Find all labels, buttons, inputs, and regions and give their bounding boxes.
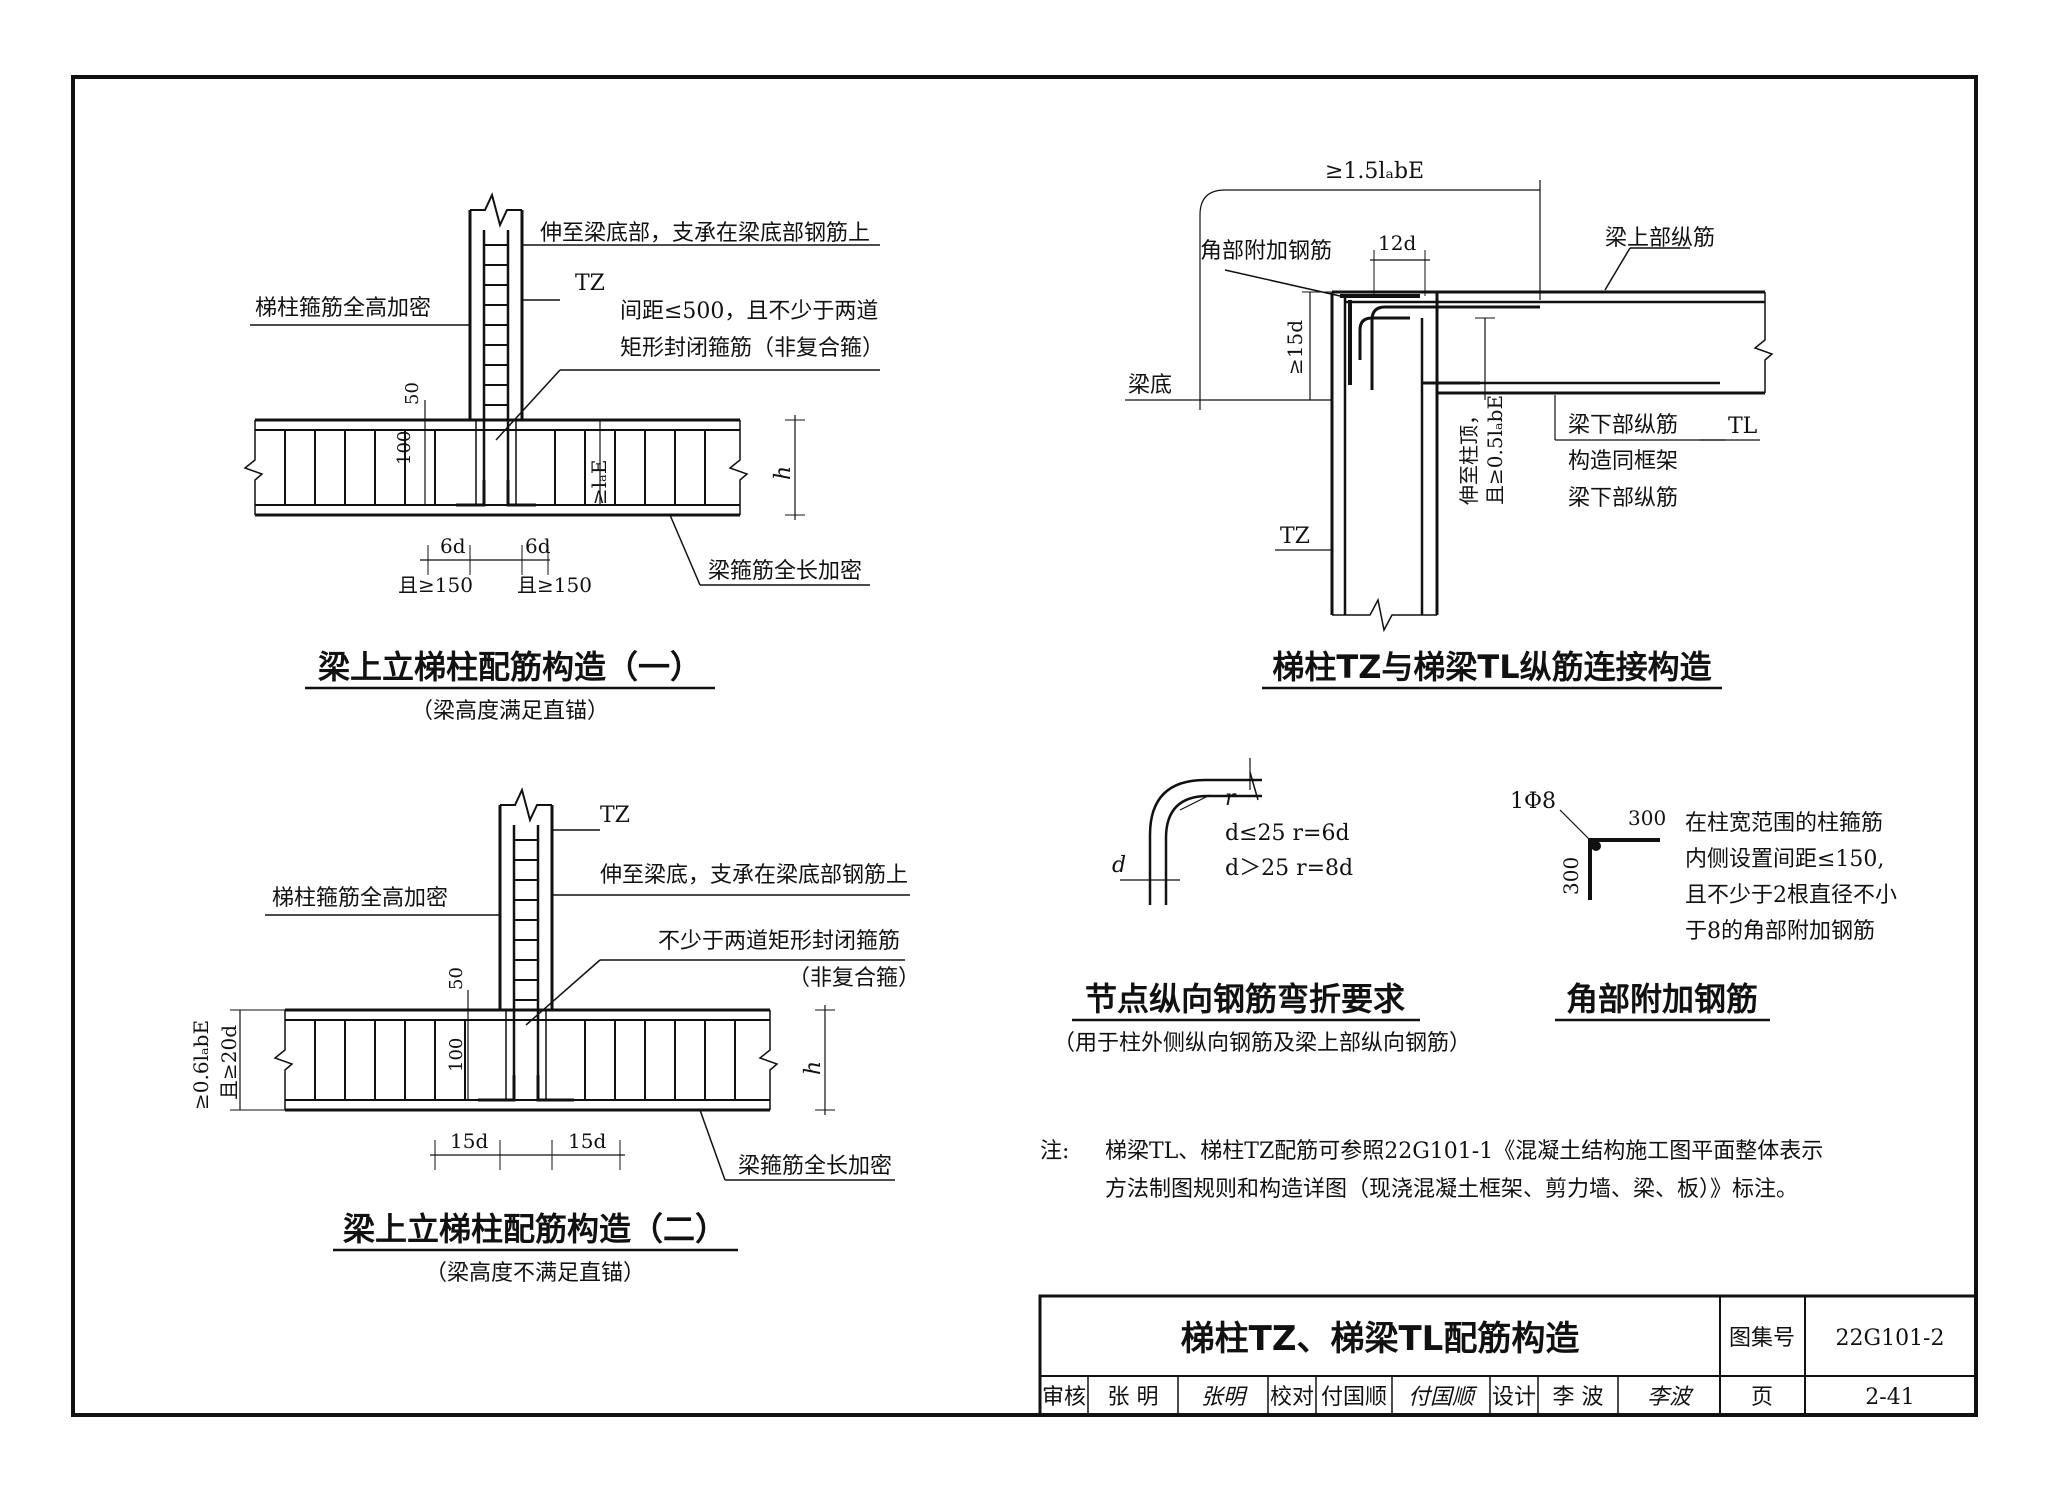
d3-bottom-bar-3: 梁下部纵筋 — [1568, 486, 1678, 511]
d2-tz-label: TZ — [600, 803, 630, 828]
titleblock-atlas-no: 22G101-2 — [1836, 1326, 1945, 1351]
d2-beam-stirrup-label: 梁箍筋全长加密 — [738, 1154, 892, 1179]
titleblock-check-label: 校对 — [1270, 1385, 1314, 1410]
titleblock-reviewer-signature: 张明 — [1201, 1385, 1248, 1410]
d3-beam-bottom-label: 梁底 — [1128, 373, 1172, 398]
titleblock-reviewer: 张 明 — [1108, 1385, 1159, 1410]
d1-stirrup-dense-label: 梯柱箍筋全高加密 — [255, 296, 431, 321]
note-line-2: 方法制图规则和构造详图（现浇混凝土框架、剪力墙、梁、板）》标注。 — [1105, 1177, 1798, 1202]
titleblock-design-label: 设计 — [1492, 1385, 1536, 1410]
d4-rule-2: d＞25 r=8d — [1225, 856, 1353, 881]
d2-dim-50: 50 — [446, 967, 467, 990]
d5-note-2: 内侧设置间距≤150, — [1685, 847, 1884, 872]
d1-dim-50: 50 — [402, 382, 423, 405]
d5-note-1: 在柱宽范围的柱箍筋 — [1685, 811, 1883, 836]
d1-spacing-label-2: 矩形封闭箍筋（非复合箍） — [620, 336, 884, 361]
d1-ge150-right: 且≥150 — [517, 573, 592, 597]
d1-h-label: h — [771, 466, 796, 480]
d1-dim-100: 100 — [394, 431, 415, 465]
d3-beam-top-label: 梁上部纵筋 — [1605, 226, 1715, 251]
d2-15d-right: 15d — [568, 1129, 606, 1153]
d1-extend-label: 伸至梁底部，支承在梁底部钢筋上 — [540, 221, 870, 246]
d2-15d-left: 15d — [450, 1129, 488, 1153]
d4-d-label: d — [1112, 853, 1126, 878]
d5-len-v: 300 — [1559, 857, 1583, 895]
d1-beam-stirrup-label: 梁箍筋全长加密 — [708, 559, 862, 584]
d3-extend-top-1: 伸至柱顶， — [1457, 405, 1481, 505]
d5-phi-label: 1Φ8 — [1510, 789, 1556, 814]
titleblock-designer: 李 波 — [1553, 1385, 1604, 1410]
d3-15d-label: ≥15d — [1283, 320, 1307, 375]
notes: 注: 梯梁TL、梯柱TZ配筋可参照22G101-1《混凝土结构施工图平面整体表示… — [1040, 1139, 1823, 1202]
d3-tz-label: TZ — [1280, 524, 1310, 549]
d2-subtitle: （梁高度不满足直锚） — [425, 1261, 645, 1286]
d4-r-label: r — [1225, 786, 1237, 811]
d2-extend-label: 伸至梁底，支承在梁底部钢筋上 — [600, 863, 908, 888]
titleblock-review-label: 审核 — [1042, 1385, 1086, 1410]
d1-6d-left: 6d — [440, 534, 466, 558]
sheet-border — [71, 75, 1978, 1417]
d3-lap-label: ≥1.5lₐbE — [1325, 159, 1424, 184]
diagram-4: r d d≤25 r=6d d＞25 r=8d 节点纵向钢筋弯折要求 （用于柱外… — [1053, 758, 1471, 1056]
titleblock-checker-signature: 付国顺 — [1408, 1385, 1478, 1410]
d2-anchor-label-1: ≥0.6lₐbE — [189, 1020, 213, 1110]
d1-6d-right: 6d — [525, 534, 551, 558]
d1-lae-label: ≥lₐE — [587, 460, 611, 505]
diagram-2: TZ 伸至梁底，支承在梁底部钢筋上 梯柱箍筋全高加密 不少于两道矩形封闭箍筋 （… — [189, 787, 920, 1286]
d2-min-two-label-1: 不少于两道矩形封闭箍筋 — [658, 929, 900, 954]
d3-bottom-bar-1: 梁下部纵筋 — [1568, 413, 1678, 438]
d3-bottom-bar-2: 构造同框架 — [1568, 449, 1678, 474]
d3-extend-top-2: 且≥0.5lₐbE — [1483, 395, 1507, 505]
d2-min-two-label-2: （非复合箍） — [788, 966, 920, 991]
d4-rule-1: d≤25 r=6d — [1225, 821, 1350, 846]
note-prefix: 注: — [1040, 1139, 1069, 1164]
d2-h-label: h — [801, 1061, 826, 1075]
d5-len-h: 300 — [1628, 806, 1666, 830]
d1-subtitle: （梁高度满足直锚） — [411, 699, 609, 724]
d1-tz-label: TZ — [575, 271, 605, 296]
d4-subtitle: （用于柱外侧纵向钢筋及梁上部纵向钢筋） — [1053, 1031, 1471, 1056]
title-block: 梯柱TZ、梯梁TL配筋构造 图集号 22G101-2 审核 张 明 张明 校对 … — [1038, 1294, 1978, 1417]
note-line-1: 梯梁TL、梯柱TZ配筋可参照22G101-1《混凝土结构施工图平面整体表示 — [1105, 1139, 1823, 1164]
d5-note-4: 于8的角部附加钢筋 — [1685, 919, 1875, 944]
d2-anchor-label-2: 且≥20d — [217, 1025, 241, 1100]
d2-title: 梁上立梯柱配筋构造（二） — [343, 1210, 727, 1248]
d3-title: 梯柱TZ与梯梁TL纵筋连接构造 — [1272, 648, 1711, 686]
diagram-5: 1Φ8 300 300 在柱宽范围的柱箍筋 内侧设置间距≤150, 且不少于2根… — [1510, 789, 1897, 1022]
titleblock-page-label: 页 — [1751, 1385, 1773, 1410]
d1-ge150-left: 且≥150 — [398, 573, 473, 597]
d5-note-3: 且不少于2根直径不小 — [1685, 883, 1897, 908]
titleblock-designer-signature: 李波 — [1647, 1385, 1694, 1410]
d5-title: 角部附加钢筋 — [1566, 980, 1758, 1018]
titleblock-title: 梯柱TZ、梯梁TL配筋构造 — [1181, 1319, 1580, 1359]
d1-spacing-label-1: 间距≤500，且不少于两道 — [620, 299, 878, 324]
d1-title: 梁上立梯柱配筋构造（一） — [318, 648, 702, 686]
d3-tl-label: TL — [1728, 414, 1758, 439]
titleblock-atlas-label: 图集号 — [1729, 1326, 1795, 1351]
d4-title: 节点纵向钢筋弯折要求 — [1085, 980, 1405, 1018]
diagram-1: 梯柱箍筋全高加密 伸至梁底部，支承在梁底部钢筋上 TZ 间距≤500，且不少于两… — [243, 192, 884, 724]
diagram-3: ≥1.5lₐbE 角部附加钢筋 12d 梁上部纵筋 ≥15d 梁底 伸至柱顶， … — [1125, 159, 1774, 690]
d2-stirrup-dense-label: 梯柱箍筋全高加密 — [272, 886, 448, 911]
d3-corner-bar-label: 角部附加钢筋 — [1200, 239, 1332, 264]
d2-dim-100: 100 — [446, 1038, 467, 1072]
d3-12d-label: 12d — [1378, 231, 1416, 255]
titleblock-checker: 付国顺 — [1321, 1385, 1387, 1410]
titleblock-page-no: 2-41 — [1865, 1385, 1914, 1410]
